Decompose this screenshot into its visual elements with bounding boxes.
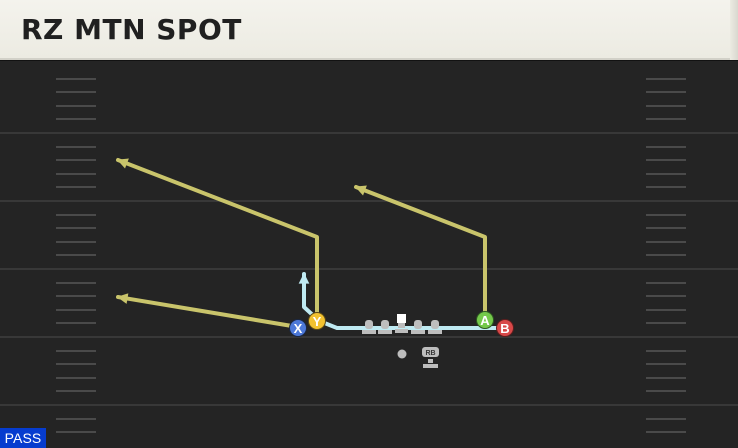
play-type-tag: PASS [0, 428, 46, 448]
field-surface [0, 61, 738, 448]
lineman-right-guard [411, 320, 425, 334]
x-button-label: X [294, 321, 303, 336]
play-field: RB X Y A B [0, 61, 738, 448]
a-route [354, 185, 487, 322]
running-back-marker: RB [422, 347, 439, 368]
x-receiver-button: X [289, 319, 307, 337]
right-hash-marks [646, 78, 686, 433]
center-snap-marker [395, 314, 408, 333]
y-button-label: Y [313, 314, 322, 329]
a-receiver-button: A [476, 311, 494, 329]
y-receiver-button: Y [308, 312, 326, 330]
rb-label: RB [425, 350, 435, 357]
offensive-line [362, 314, 442, 334]
b-button-label: B [500, 321, 509, 336]
play-diagram: RB X Y A B [0, 61, 738, 448]
play-title-bar: RZ MTN SPOT [0, 0, 738, 60]
lineman-left-guard [378, 320, 392, 334]
left-hash-marks [56, 78, 96, 433]
a-button-label: A [480, 313, 490, 328]
b-receiver-button: B [496, 319, 514, 337]
play-title: RZ MTN SPOT [21, 13, 242, 46]
y-route [116, 158, 319, 322]
quarterback-marker [397, 349, 407, 359]
x-route [116, 293, 300, 329]
yard-lines [0, 132, 738, 406]
lineman-left-tackle [362, 320, 376, 334]
lineman-right-tackle [428, 320, 442, 334]
